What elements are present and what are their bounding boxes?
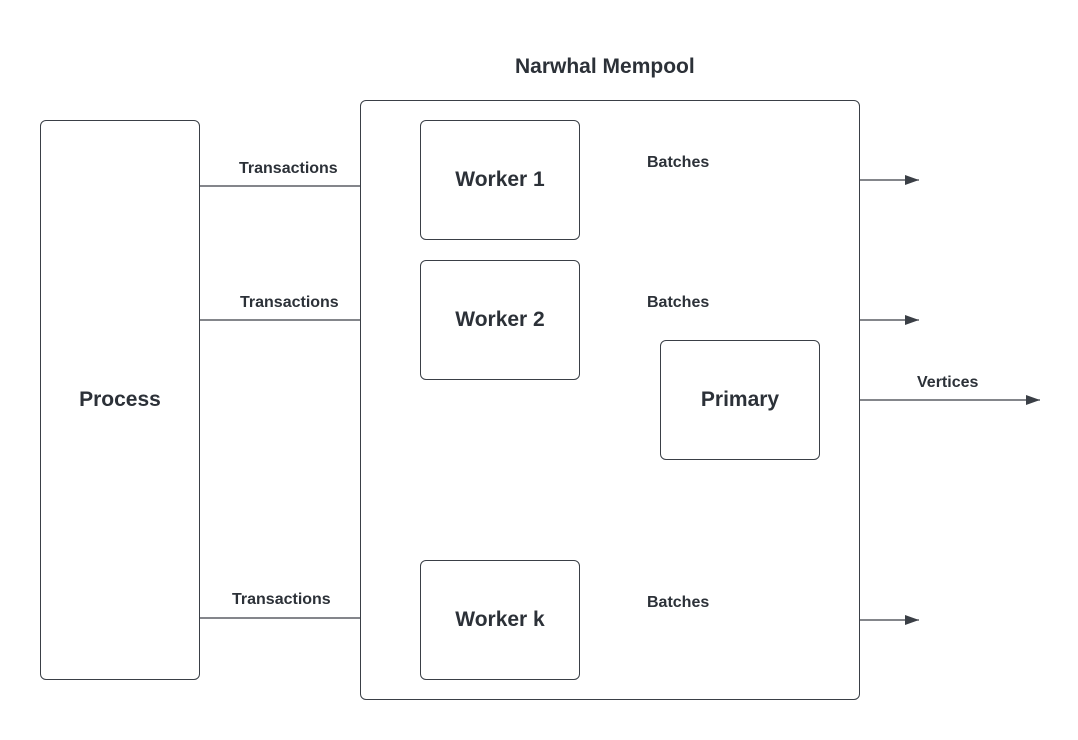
worker-2-label: Worker 2: [455, 308, 545, 331]
edge-label-vertices: Vertices: [917, 374, 979, 391]
worker-k-label: Worker k: [455, 608, 545, 631]
worker-1-label: Worker 1: [455, 168, 545, 191]
worker-k-node: Worker k: [420, 560, 580, 680]
worker-2-node: Worker 2: [420, 260, 580, 380]
primary-label: Primary: [700, 388, 780, 411]
edge-label-transactions-1: Transactions: [239, 160, 338, 177]
edge-label-batches-2: Batches: [647, 294, 710, 311]
process-node: Process: [40, 120, 200, 680]
edge-label-transactions-k: Transactions: [232, 591, 331, 608]
edge-label-batches-1: Batches: [647, 154, 710, 171]
worker-1-node: Worker 1: [420, 120, 580, 240]
primary-node: Primary: [660, 340, 820, 460]
edge-label-transactions-2: Transactions: [240, 294, 339, 311]
mempool-title: Narwhal Mempool: [515, 55, 695, 78]
edge-label-batches-k: Batches: [647, 594, 710, 611]
process-label: Process: [79, 388, 161, 411]
